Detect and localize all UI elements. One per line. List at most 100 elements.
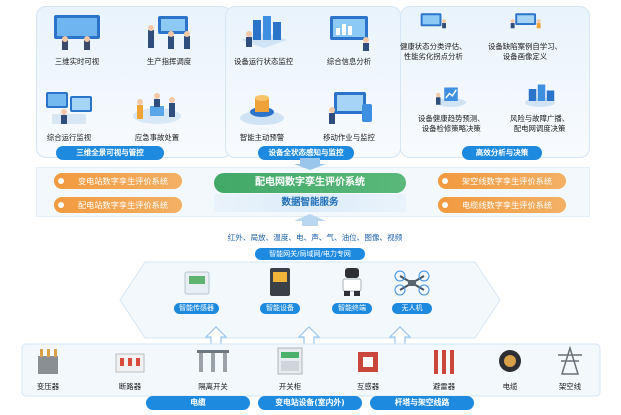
system-overhead-line: 架空线数字孪生评价系统 bbox=[438, 173, 566, 189]
item-production-dispatch: 生产指挥调度 bbox=[140, 12, 198, 67]
system-distribution-station: 配电站数字孪生评价系统 bbox=[54, 197, 182, 213]
equipment-transformer: 变压器 bbox=[30, 346, 66, 392]
item-label: 设备运行状态监控 bbox=[234, 57, 294, 66]
equipment-disconnector: 隔离开关 bbox=[190, 346, 236, 392]
device-server-icon bbox=[240, 16, 287, 48]
sensing-signals: 红外、局放、温度、电、声、气、油位、图像、视频 bbox=[227, 233, 403, 242]
bullet-dot bbox=[58, 178, 64, 184]
device-label: 智能设备 bbox=[260, 303, 300, 314]
item-label: 设备缺陷案例自学习、 设备画像定义 bbox=[488, 42, 562, 61]
bullet-dot bbox=[442, 178, 448, 184]
item-mobile-work: 移动作业与监控 bbox=[320, 88, 378, 143]
operation-monitor-icon bbox=[46, 92, 92, 124]
item-trend-forecast: 设备健康趋势预测、 设备检修策略决策 bbox=[418, 80, 485, 134]
device-smart-terminal: 智能终端 bbox=[332, 264, 372, 314]
cable-icon bbox=[499, 350, 521, 372]
bullet-dot bbox=[442, 202, 448, 208]
item-label: 三维实时可视 bbox=[54, 57, 100, 66]
equipment-label: 隔离开关 bbox=[198, 382, 228, 391]
sensor-icon bbox=[184, 271, 209, 295]
item-defect-learning: 设备缺陷案例自学习、 设备画像定义 bbox=[488, 12, 562, 62]
3d-screen-icon bbox=[54, 15, 100, 50]
equipment-breaker: 断路器 bbox=[112, 346, 148, 392]
bottom-tag-cable: 电缆 bbox=[146, 396, 250, 410]
item-health-eval: 健康状态分类评估、 性能劣化拐点分析 bbox=[400, 12, 467, 62]
item-label: 智能主动预警 bbox=[239, 133, 285, 142]
equipment-label: 电缆 bbox=[502, 382, 518, 391]
dispatch-team-icon bbox=[148, 16, 190, 49]
device-label: 智能终端 bbox=[332, 303, 372, 314]
arrow-center bbox=[294, 214, 326, 226]
info-analysis-icon bbox=[330, 16, 369, 51]
mobile-work-icon bbox=[329, 92, 372, 124]
current-transformer-icon bbox=[358, 352, 378, 372]
item-label: 健康状态分类评估、 性能劣化拐点分析 bbox=[400, 42, 467, 61]
equipment-label: 互感器 bbox=[356, 382, 380, 391]
system-substation: 变电站数字孪生评价系统 bbox=[54, 173, 182, 189]
item-risk-broadcast: 风险与故障广播、 配电网调度决策 bbox=[510, 80, 569, 134]
device-smart-equipment: 智能设备 bbox=[260, 264, 300, 314]
item-label: 移动作业与监控 bbox=[323, 133, 375, 142]
item-info-analysis: 综合信息分析 bbox=[320, 12, 378, 67]
item-device-status: 设备运行状态监控 bbox=[234, 12, 293, 67]
equipment-label: 断路器 bbox=[118, 382, 142, 391]
system-label: 配电站数字孪生评价系统 bbox=[77, 200, 169, 210]
item-label: 风险与故障广播、 配电网调度决策 bbox=[510, 114, 570, 133]
item-3d-realtime: 三维实时可视 bbox=[48, 12, 106, 67]
center-title: 配电网数字孪生评价系统 bbox=[214, 173, 406, 193]
disconnector-icon bbox=[197, 350, 229, 372]
trend-forecast-icon bbox=[436, 87, 467, 107]
health-eval-icon bbox=[420, 13, 447, 29]
item-emergency: 应急事故处置 bbox=[128, 88, 186, 143]
equipment-arrester: 避雷器 bbox=[426, 346, 462, 392]
tower-icon bbox=[558, 345, 582, 375]
system-label: 架空线数字孪生评价系统 bbox=[461, 176, 553, 186]
item-label: 综合信息分析 bbox=[326, 57, 372, 66]
device-label: 无人机 bbox=[392, 303, 432, 314]
device-drone: 无人机 bbox=[392, 268, 432, 314]
equipment-cable: 电缆 bbox=[492, 346, 528, 392]
equipment-label: 变压器 bbox=[36, 382, 60, 391]
arrester-icon bbox=[434, 350, 454, 374]
equipment-label: 避雷器 bbox=[432, 382, 456, 391]
alert-platform-icon bbox=[240, 95, 284, 125]
system-label: 变电站数字孪生评价系统 bbox=[77, 176, 169, 186]
system-cable-line: 电缆线数字孪生评价系统 bbox=[438, 197, 566, 213]
tag-visual-control: 三维全景可视与管控 bbox=[56, 146, 164, 160]
devices-frame bbox=[119, 261, 501, 339]
bottom-tag-towers: 杆塔与架空线路 bbox=[370, 396, 474, 410]
tag-analysis-decision: 高效分析与决策 bbox=[462, 146, 542, 160]
device-label: 智能传感器 bbox=[174, 303, 219, 314]
drone-icon bbox=[394, 270, 430, 296]
equipment-overhead-line: 架空线 bbox=[552, 345, 588, 392]
emergency-team-icon bbox=[133, 93, 181, 124]
equipment-switchgear: 开关柜 bbox=[272, 346, 308, 392]
equipment-transformer-ct: 互感器 bbox=[350, 346, 386, 392]
item-operation-monitor: 综合运行监视 bbox=[40, 88, 98, 143]
item-label: 综合运行监视 bbox=[46, 133, 92, 142]
item-label: 应急事故处置 bbox=[134, 133, 180, 142]
item-label: 设备健康趋势预测、 设备检修策略决策 bbox=[418, 114, 485, 133]
device-smart-sensor: 智能传感器 bbox=[174, 268, 219, 314]
transformer-icon bbox=[38, 349, 58, 374]
switchgear-icon bbox=[277, 347, 303, 375]
network-bar: 智能网关/局域网/电力专网 bbox=[255, 248, 365, 260]
tag-state-monitoring: 设备全状态感知与监控 bbox=[258, 146, 354, 160]
risk-broadcast-icon bbox=[524, 84, 555, 107]
item-smart-alert: 智能主动预警 bbox=[233, 88, 291, 143]
item-label: 生产指挥调度 bbox=[146, 57, 192, 66]
system-label: 电缆线数字孪生评价系统 bbox=[461, 200, 553, 210]
smart-equipment-icon bbox=[270, 268, 290, 296]
bottom-tag-substation: 变电站设备(室内外) bbox=[258, 396, 362, 410]
center-subtitle: 数据智能服务 bbox=[214, 194, 406, 212]
equipment-label: 开关柜 bbox=[278, 382, 302, 391]
breaker-icon bbox=[115, 353, 145, 373]
defect-learning-icon bbox=[510, 13, 541, 29]
equipment-label: 架空线 bbox=[558, 382, 582, 391]
up-arrow bbox=[297, 326, 321, 347]
bullet-dot bbox=[58, 202, 64, 208]
robot-icon bbox=[342, 268, 362, 296]
up-arrow bbox=[388, 326, 412, 347]
